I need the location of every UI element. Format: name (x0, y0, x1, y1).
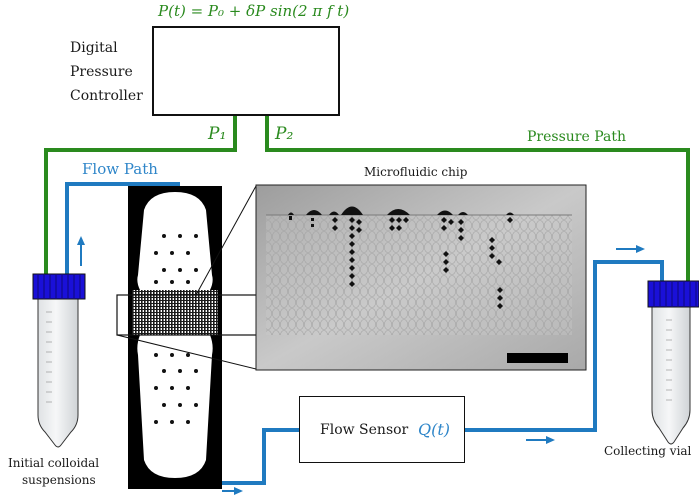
flow-arrow-right-top (616, 245, 645, 253)
right-vial-cap (647, 280, 699, 308)
flow-arrow-up (77, 236, 85, 266)
right-vial-tube (651, 305, 691, 445)
flow-arrow-right-bottom (526, 436, 555, 444)
microfluidic-device (116, 185, 268, 489)
chip-droplets (288, 206, 514, 309)
left-vial-graduations (46, 311, 52, 403)
p2-label: P₂ (275, 124, 294, 144)
controller-label-line2: Pressure (70, 64, 133, 80)
pressure-line-p2 (265, 116, 690, 282)
flow-sensor-box (299, 396, 465, 463)
pressure-path-label: Pressure Path (527, 129, 626, 145)
flow-sensor-label: Flow Sensor (320, 422, 409, 438)
device-pillars-bottom (154, 353, 198, 424)
left-vial-label-line1: Initial colloidal (8, 456, 100, 470)
flow-sensor-signal: Q(t) (418, 420, 451, 439)
chip-scale-bar (507, 353, 568, 363)
flow-line-sensor-to-vial (465, 260, 664, 432)
pressure-controller-box (152, 26, 340, 116)
right-vial-graduations (666, 319, 672, 401)
p1-label: P₁ (208, 124, 227, 144)
zoom-line-bottom (116, 334, 257, 370)
left-vial-cap (32, 273, 86, 300)
zoom-line-top (195, 185, 257, 296)
right-vial-label: Collecting vial (604, 444, 692, 458)
pressure-line-p1 (44, 116, 237, 275)
left-vial-tube (37, 297, 79, 448)
left-vial (32, 273, 86, 448)
flow-path-label: Flow Path (82, 160, 158, 178)
device-pillars-top (154, 234, 198, 284)
flow-arrows (77, 236, 645, 495)
controller-label-line1: Digital (70, 40, 118, 56)
pressure-equation: P(t) = P₀ + δP sin(2 π f t) (158, 2, 350, 20)
flow-arrow-bottom (222, 487, 243, 495)
device-array-region (132, 290, 218, 335)
controller-label-line3: Controller (70, 88, 143, 104)
chip-label: Microfluidic chip (364, 165, 468, 179)
left-vial-label-line2: suspensions (22, 473, 96, 487)
right-vial (647, 280, 699, 445)
chip-photo (255, 184, 587, 371)
